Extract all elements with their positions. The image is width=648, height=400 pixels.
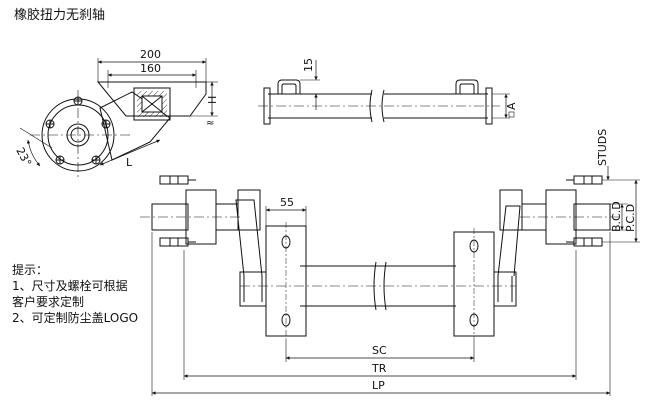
dim-tr-label: TR bbox=[371, 362, 387, 375]
dim-15-label: 15 bbox=[302, 58, 315, 72]
dim-h-label: H bbox=[206, 96, 219, 104]
dim-a-label: A bbox=[505, 102, 518, 110]
right-bracket bbox=[455, 79, 479, 94]
right-torsion-housing bbox=[493, 271, 517, 307]
note-item: 1、尺寸及螺栓可根据 bbox=[12, 279, 128, 293]
dim-approx-label: ≈ bbox=[206, 118, 214, 129]
axle-side-view bbox=[258, 60, 515, 125]
dim-studs-label: STUDS bbox=[596, 129, 609, 166]
diagram-title: 橡胶扭力无刹轴 bbox=[14, 8, 106, 23]
torsion-arm-view bbox=[19, 58, 218, 180]
notes-heading: 提示： bbox=[12, 263, 49, 277]
axle-front-view bbox=[140, 166, 640, 396]
dim-pcd-label: P.C.D bbox=[624, 204, 637, 232]
dim-l-label: L bbox=[126, 156, 133, 169]
dim-55-label: 55 bbox=[280, 196, 294, 209]
right-wheel-studs bbox=[566, 175, 603, 247]
note-item: 客户要求定制 bbox=[12, 295, 85, 309]
left-wheel-studs bbox=[159, 175, 196, 247]
left-torsion-housing bbox=[239, 271, 267, 307]
dim-lp-label: LP bbox=[372, 379, 385, 392]
dim-160-label: 160 bbox=[140, 62, 161, 75]
dim-angle-label: 23° bbox=[13, 145, 34, 168]
note-item: 2、可定制防尘盖LOGO bbox=[12, 311, 139, 325]
left-hub-body bbox=[151, 203, 189, 231]
mounting-bracket bbox=[96, 81, 207, 117]
dim-bcd-label: B.C.D bbox=[610, 201, 623, 232]
left-bracket bbox=[277, 79, 301, 94]
right-swing-arm bbox=[497, 205, 521, 277]
dim-200-label: 200 bbox=[140, 48, 161, 61]
notes-block: 提示： 1、尺寸及螺栓可根据 客户要求定制 2、可定制防尘盖LOGO bbox=[12, 262, 138, 326]
square-tube-section bbox=[133, 87, 171, 121]
dim-sc-label: SC bbox=[372, 344, 387, 357]
left-swing-arm bbox=[235, 199, 263, 277]
